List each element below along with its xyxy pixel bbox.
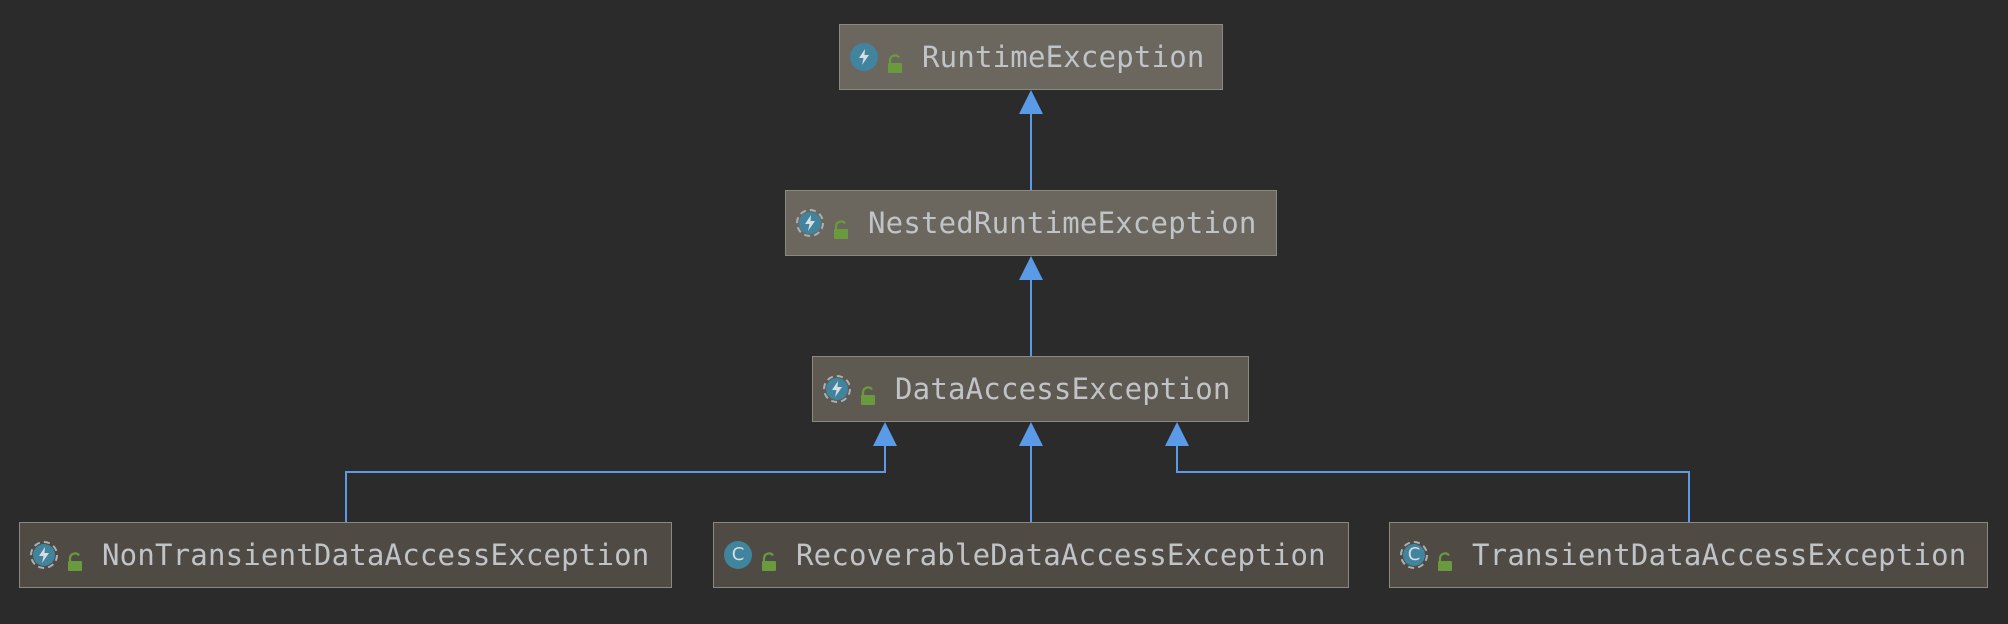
- abstract-class-icon: C: [1400, 541, 1428, 569]
- edge-nested-to-runtime: [1019, 90, 1043, 190]
- node-non-transient-data-access-exception[interactable]: NonTransientDataAccessException: [19, 522, 672, 588]
- node-label: RecoverableDataAccessException: [796, 538, 1326, 572]
- arrowhead: [1019, 422, 1043, 446]
- node-runtime-exception[interactable]: RuntimeException: [839, 24, 1223, 90]
- edge-recoverable-to-dataaccess: [1019, 422, 1043, 522]
- edge-dataaccess-to-nested: [1019, 256, 1043, 356]
- arrowhead: [1165, 422, 1189, 446]
- lock-icon: [886, 47, 904, 73]
- node-label: DataAccessException: [895, 372, 1231, 406]
- edge-transient-to-dataaccess: [1165, 422, 1690, 522]
- lightning-abstract-class-icon: [823, 375, 851, 403]
- arrowhead: [1019, 90, 1043, 114]
- lightning-abstract-class-icon: [30, 541, 58, 569]
- node-label: NestedRuntimeException: [868, 206, 1257, 240]
- arrowhead: [873, 422, 897, 446]
- lightning-abstract-class-icon: [796, 209, 824, 237]
- lock-icon: [760, 545, 778, 571]
- lock-icon: [859, 379, 877, 405]
- lock-icon: [66, 545, 84, 571]
- node-label: RuntimeException: [922, 40, 1205, 74]
- class-icon: C: [724, 541, 752, 569]
- arrowhead: [1019, 256, 1043, 280]
- node-data-access-exception[interactable]: DataAccessException: [812, 356, 1249, 422]
- node-transient-data-access-exception[interactable]: C TransientDataAccessException: [1389, 522, 1988, 588]
- edge-nontransient-to-dataaccess: [345, 422, 897, 522]
- node-nested-runtime-exception[interactable]: NestedRuntimeException: [785, 190, 1277, 256]
- lock-icon: [832, 213, 850, 239]
- lock-icon: [1436, 545, 1454, 571]
- lightning-class-icon: [850, 43, 878, 71]
- node-label: TransientDataAccessException: [1472, 538, 1967, 572]
- node-label: NonTransientDataAccessException: [102, 538, 650, 572]
- node-recoverable-data-access-exception[interactable]: C RecoverableDataAccessException: [713, 522, 1349, 588]
